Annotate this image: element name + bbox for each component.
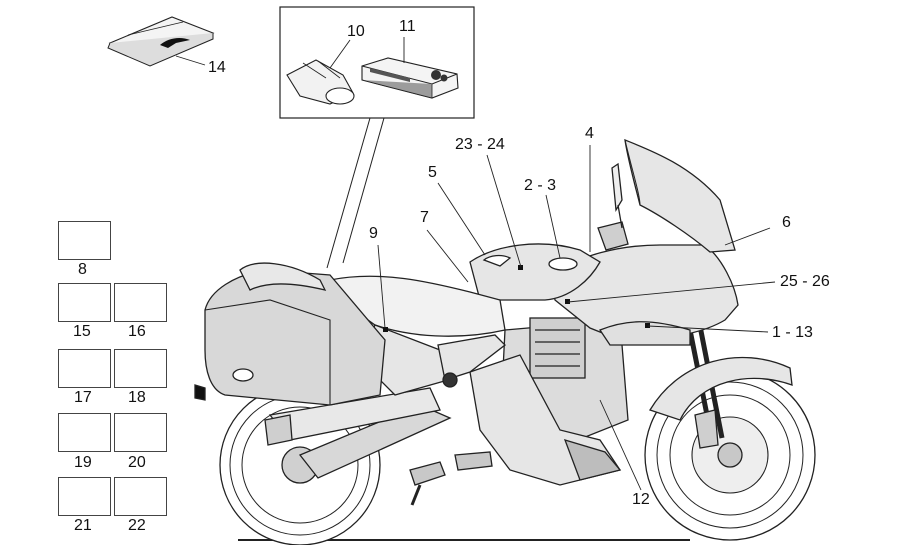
sticker-box-20 [114, 413, 167, 452]
callout-25-26: 25 - 26 [780, 273, 830, 290]
callout-15: 15 [73, 323, 91, 340]
callout-5: 5 [428, 164, 437, 181]
sticker-location-markers [383, 265, 650, 332]
callout-20: 20 [128, 454, 146, 471]
sticker-box-21 [58, 477, 111, 516]
sticker-box-19 [58, 413, 111, 452]
callout-12: 12 [632, 491, 650, 508]
leader-lines [377, 145, 776, 491]
callout-10: 10 [347, 23, 365, 40]
callout-2-3: 2 - 3 [524, 177, 557, 194]
callout-19: 19 [74, 454, 92, 471]
inset-frame [279, 6, 475, 269]
owner-manual-book [361, 57, 459, 99]
callout-8: 8 [78, 261, 87, 278]
tool-roll-pouch [286, 59, 355, 105]
callout-17: 17 [74, 389, 92, 406]
callout-14: 14 [208, 59, 226, 76]
sticker-box-22 [114, 477, 167, 516]
callout-23-24: 23 - 24 [455, 136, 505, 153]
callout-22: 22 [128, 517, 146, 534]
callout-1-13: 1 - 13 [772, 324, 813, 341]
callout-7: 7 [420, 209, 429, 226]
motorcycle [194, 138, 816, 545]
callout-11: 11 [399, 18, 416, 35]
sticker-box-18 [114, 349, 167, 388]
callout-4: 4 [585, 125, 594, 142]
callout-18: 18 [128, 389, 146, 406]
callout-9: 9 [369, 225, 378, 242]
callout-21: 21 [74, 517, 92, 534]
sticker-box-15 [58, 283, 111, 322]
callout-16: 16 [128, 323, 146, 340]
logo-bag [107, 16, 215, 67]
callout-6: 6 [782, 214, 791, 231]
sticker-box-16 [114, 283, 167, 322]
sticker-box-8 [58, 221, 111, 260]
sticker-box-17 [58, 349, 111, 388]
